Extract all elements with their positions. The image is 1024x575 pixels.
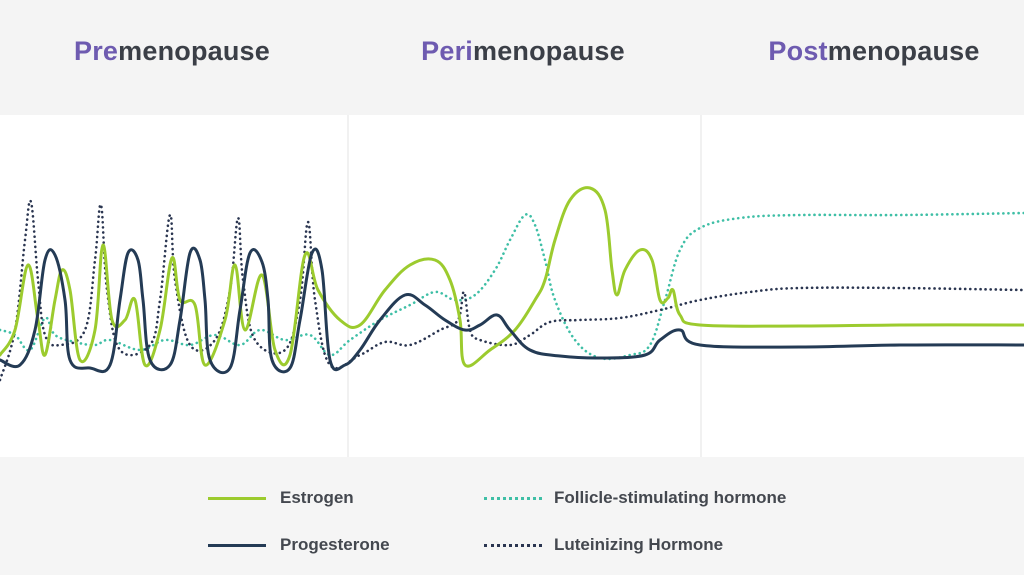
legend-label: Follicle-stimulating hormone <box>554 488 787 507</box>
legend-swatch-solid <box>208 543 266 547</box>
legend-label: Luteinizing Hormone <box>554 535 724 554</box>
phase-suffix: menopause <box>827 36 980 66</box>
legend-swatch-solid <box>208 496 266 500</box>
phase-title-perimenopause: Perimenopause <box>421 36 625 67</box>
phase-prefix: Peri <box>421 36 473 66</box>
legend: Estrogen Follicle-stimulating hormone Pr… <box>0 457 1024 575</box>
phase-suffix: menopause <box>118 36 270 66</box>
series-line-estrogen <box>0 186 1024 368</box>
legend-label: Progesterone <box>280 535 390 554</box>
phase-prefix: Pre <box>74 36 119 66</box>
legend-item-fsh: Follicle-stimulating hormone <box>484 488 786 508</box>
phase-prefix: Post <box>768 36 828 66</box>
series-line-luteinizing-hormone <box>0 199 1024 382</box>
series-line-progesterone <box>0 246 1024 375</box>
phase-title-postmenopause: Postmenopause <box>768 36 979 67</box>
hormone-chart <box>0 115 1024 457</box>
legend-item-progesterone: Progesterone <box>208 535 390 555</box>
phase-header: Premenopause Perimenopause Postmenopause <box>0 0 1024 115</box>
legend-label: Estrogen <box>280 488 354 507</box>
legend-swatch-dotted <box>484 496 542 500</box>
legend-item-estrogen: Estrogen <box>208 488 354 508</box>
phase-title-premenopause: Premenopause <box>74 36 270 67</box>
phase-suffix: menopause <box>473 36 625 66</box>
plot-area <box>0 115 1024 457</box>
legend-item-lh: Luteinizing Hormone <box>484 535 723 555</box>
legend-swatch-dotted <box>484 543 542 547</box>
